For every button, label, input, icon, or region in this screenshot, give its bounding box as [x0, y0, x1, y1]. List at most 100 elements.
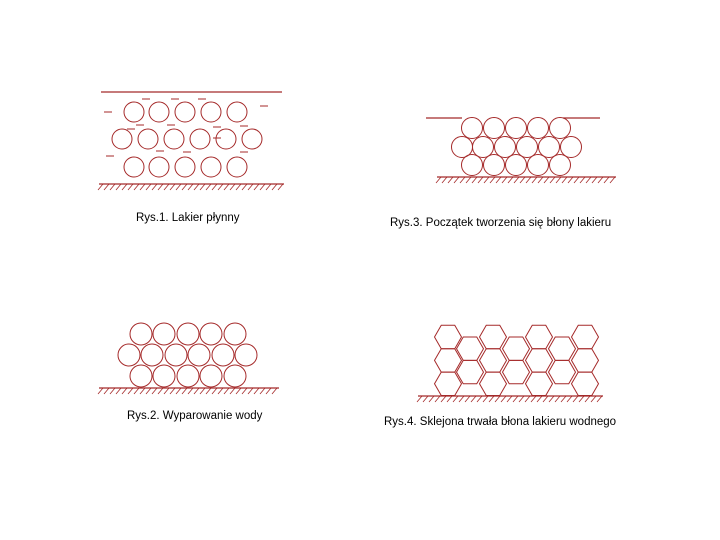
hatch-mark — [109, 183, 116, 191]
hatch-mark — [554, 395, 561, 403]
film-cell-hexagon — [433, 371, 463, 396]
hatch-mark — [217, 387, 224, 395]
particle-circle — [516, 136, 538, 158]
hatch-mark — [542, 395, 549, 403]
film-cell-hexagon — [478, 348, 508, 373]
particle-circle — [163, 128, 185, 150]
film-cell-hexagon — [570, 371, 600, 396]
hatch-mark — [157, 183, 164, 191]
particle-circle — [117, 343, 141, 367]
figure-bonded-film — [416, 324, 603, 403]
hatch-mark — [169, 387, 176, 395]
hatch-mark — [464, 395, 471, 403]
hatch-mark — [578, 395, 585, 403]
film-cell-hexagon — [433, 324, 463, 350]
particle-circle — [549, 154, 571, 176]
hatch-mark — [121, 183, 128, 191]
hatch-mark — [127, 387, 134, 395]
particle-circle — [483, 117, 505, 139]
hatch-mark — [181, 183, 188, 191]
particle-circle — [538, 136, 560, 158]
particle-circle — [164, 343, 188, 367]
hatch-mark — [561, 176, 568, 184]
particle-circle — [123, 156, 145, 178]
caption-figure-3: Rys.3. Początek tworzenia się błony laki… — [390, 217, 612, 229]
hatch-mark — [458, 395, 465, 403]
hatch-mark — [193, 183, 200, 191]
hatch-mark — [507, 176, 514, 184]
particle-circle — [215, 128, 237, 150]
hatch-mark — [452, 395, 459, 403]
particle-circle — [199, 322, 223, 346]
hatch-mark — [447, 176, 454, 184]
hatch-mark — [187, 183, 194, 191]
hatch-mark — [513, 176, 520, 184]
hatch-mark — [489, 176, 496, 184]
hatch-mark — [465, 176, 472, 184]
particle-circle — [549, 117, 571, 139]
caption-figure-2: Rys.2. Wyparowanie wody — [127, 410, 263, 422]
hatch-mark — [271, 387, 278, 395]
film-cell-hexagon — [570, 348, 600, 373]
hatch-mark — [223, 387, 230, 395]
hatch-mark — [585, 176, 592, 184]
figure-liquid-lacquer — [97, 91, 284, 191]
particle-circle — [560, 136, 582, 158]
hatch-mark — [470, 395, 477, 403]
hatch-mark — [525, 176, 532, 184]
hatch-mark — [133, 387, 140, 395]
hatch-mark — [265, 387, 272, 395]
hatch-mark — [115, 183, 122, 191]
hatch-mark — [495, 176, 502, 184]
hatch-mark — [139, 183, 146, 191]
hatch-mark — [199, 183, 206, 191]
hatch-mark — [139, 387, 146, 395]
hatch-mark — [422, 395, 429, 403]
hatch-mark — [440, 395, 447, 403]
hatch-mark — [597, 176, 604, 184]
hatch-mark — [103, 387, 110, 395]
particle-circle — [226, 101, 248, 123]
hatch-mark — [187, 387, 194, 395]
film-cell-hexagon — [570, 324, 600, 350]
hatch-mark — [265, 183, 272, 191]
particle-circle — [226, 156, 248, 178]
hatch-mark — [229, 387, 236, 395]
film-cell-hexagon — [455, 336, 485, 361]
hatch-mark — [151, 387, 158, 395]
hatch-mark — [211, 183, 218, 191]
film-cell-hexagon — [478, 371, 508, 396]
particle-circle — [505, 117, 527, 139]
particle-circle — [483, 154, 505, 176]
hatch-mark — [103, 183, 110, 191]
hatch-mark — [205, 183, 212, 191]
particle-circle — [123, 101, 145, 123]
hatch-mark — [518, 395, 525, 403]
hatch-mark — [579, 176, 586, 184]
hatch-mark — [199, 387, 206, 395]
hatch-mark — [609, 176, 616, 184]
caption-figure-4: Rys.4. Sklejona trwała błona lakieru wod… — [384, 416, 617, 428]
hatch-mark — [121, 387, 128, 395]
particle-circle — [176, 364, 200, 388]
figure-film-formation-start — [426, 117, 616, 184]
hatch-mark — [277, 183, 284, 191]
hatch-mark — [175, 387, 182, 395]
hatch-mark — [181, 387, 188, 395]
hatch-mark — [175, 183, 182, 191]
particle-circle — [527, 117, 549, 139]
hatch-mark — [494, 395, 501, 403]
hatch-mark — [530, 395, 537, 403]
hatch-mark — [435, 176, 442, 184]
particle-circle — [174, 101, 196, 123]
particle-circle — [176, 322, 200, 346]
hatch-mark — [247, 183, 254, 191]
hatch-mark — [459, 176, 466, 184]
hatch-mark — [519, 176, 526, 184]
particle-circle — [148, 101, 170, 123]
film-cell-hexagon — [478, 324, 508, 350]
film-cell-hexagon — [524, 371, 554, 396]
hatch-mark — [512, 395, 519, 403]
particle-circle — [200, 101, 222, 123]
